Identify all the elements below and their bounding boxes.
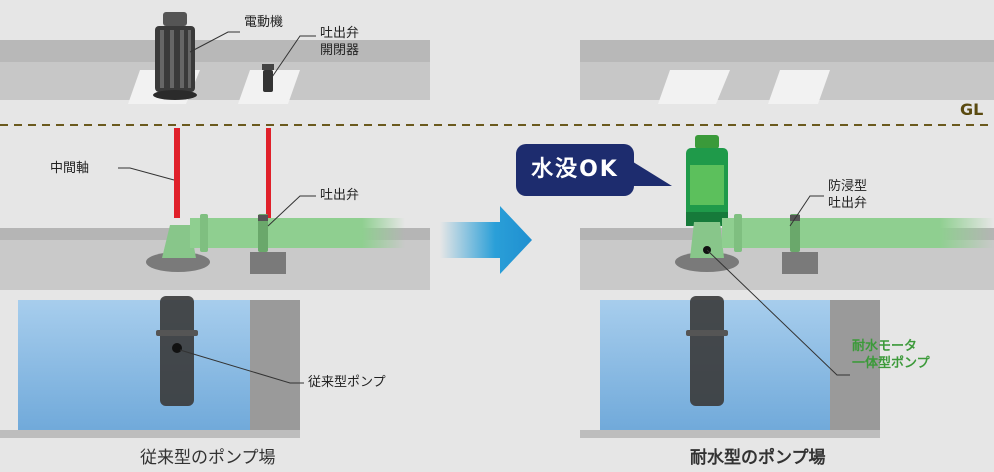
motor-label: 電動機 (244, 15, 284, 30)
waterproof-motor-pump (675, 135, 739, 272)
left-upper-floor (0, 62, 430, 100)
caption-waterproof: 耐水型のポンプ場 (690, 448, 826, 468)
waterproof-motor-pump-label: 耐水モータ一体型ポンプ (852, 339, 930, 371)
leader-lines (118, 31, 850, 384)
discharge-pipe-left (190, 218, 405, 248)
intermediate-shaft (174, 128, 180, 218)
motor (153, 12, 197, 100)
transition-arrow (440, 206, 532, 274)
conventional-pump-label: 従来型ポンプ (308, 375, 386, 390)
discharge-valve-label: 吐出弁 (320, 188, 360, 203)
valve-actuator (262, 64, 274, 92)
discharge-pipe-right (722, 218, 994, 248)
submersion-ok-badge: 水没OK (516, 144, 634, 196)
left-station (0, 12, 430, 438)
flood-proof-valve-label: 防浸型吐出弁 (828, 179, 868, 211)
ground-level-label: GL (960, 100, 984, 119)
caption-conventional: 従来型のポンプ場 (140, 448, 276, 468)
valve-actuator-label: 吐出弁開閉器 (320, 26, 360, 58)
left-lower-floor (0, 240, 430, 290)
right-station (580, 40, 994, 438)
intermediate-shaft-label: 中間軸 (50, 161, 90, 176)
